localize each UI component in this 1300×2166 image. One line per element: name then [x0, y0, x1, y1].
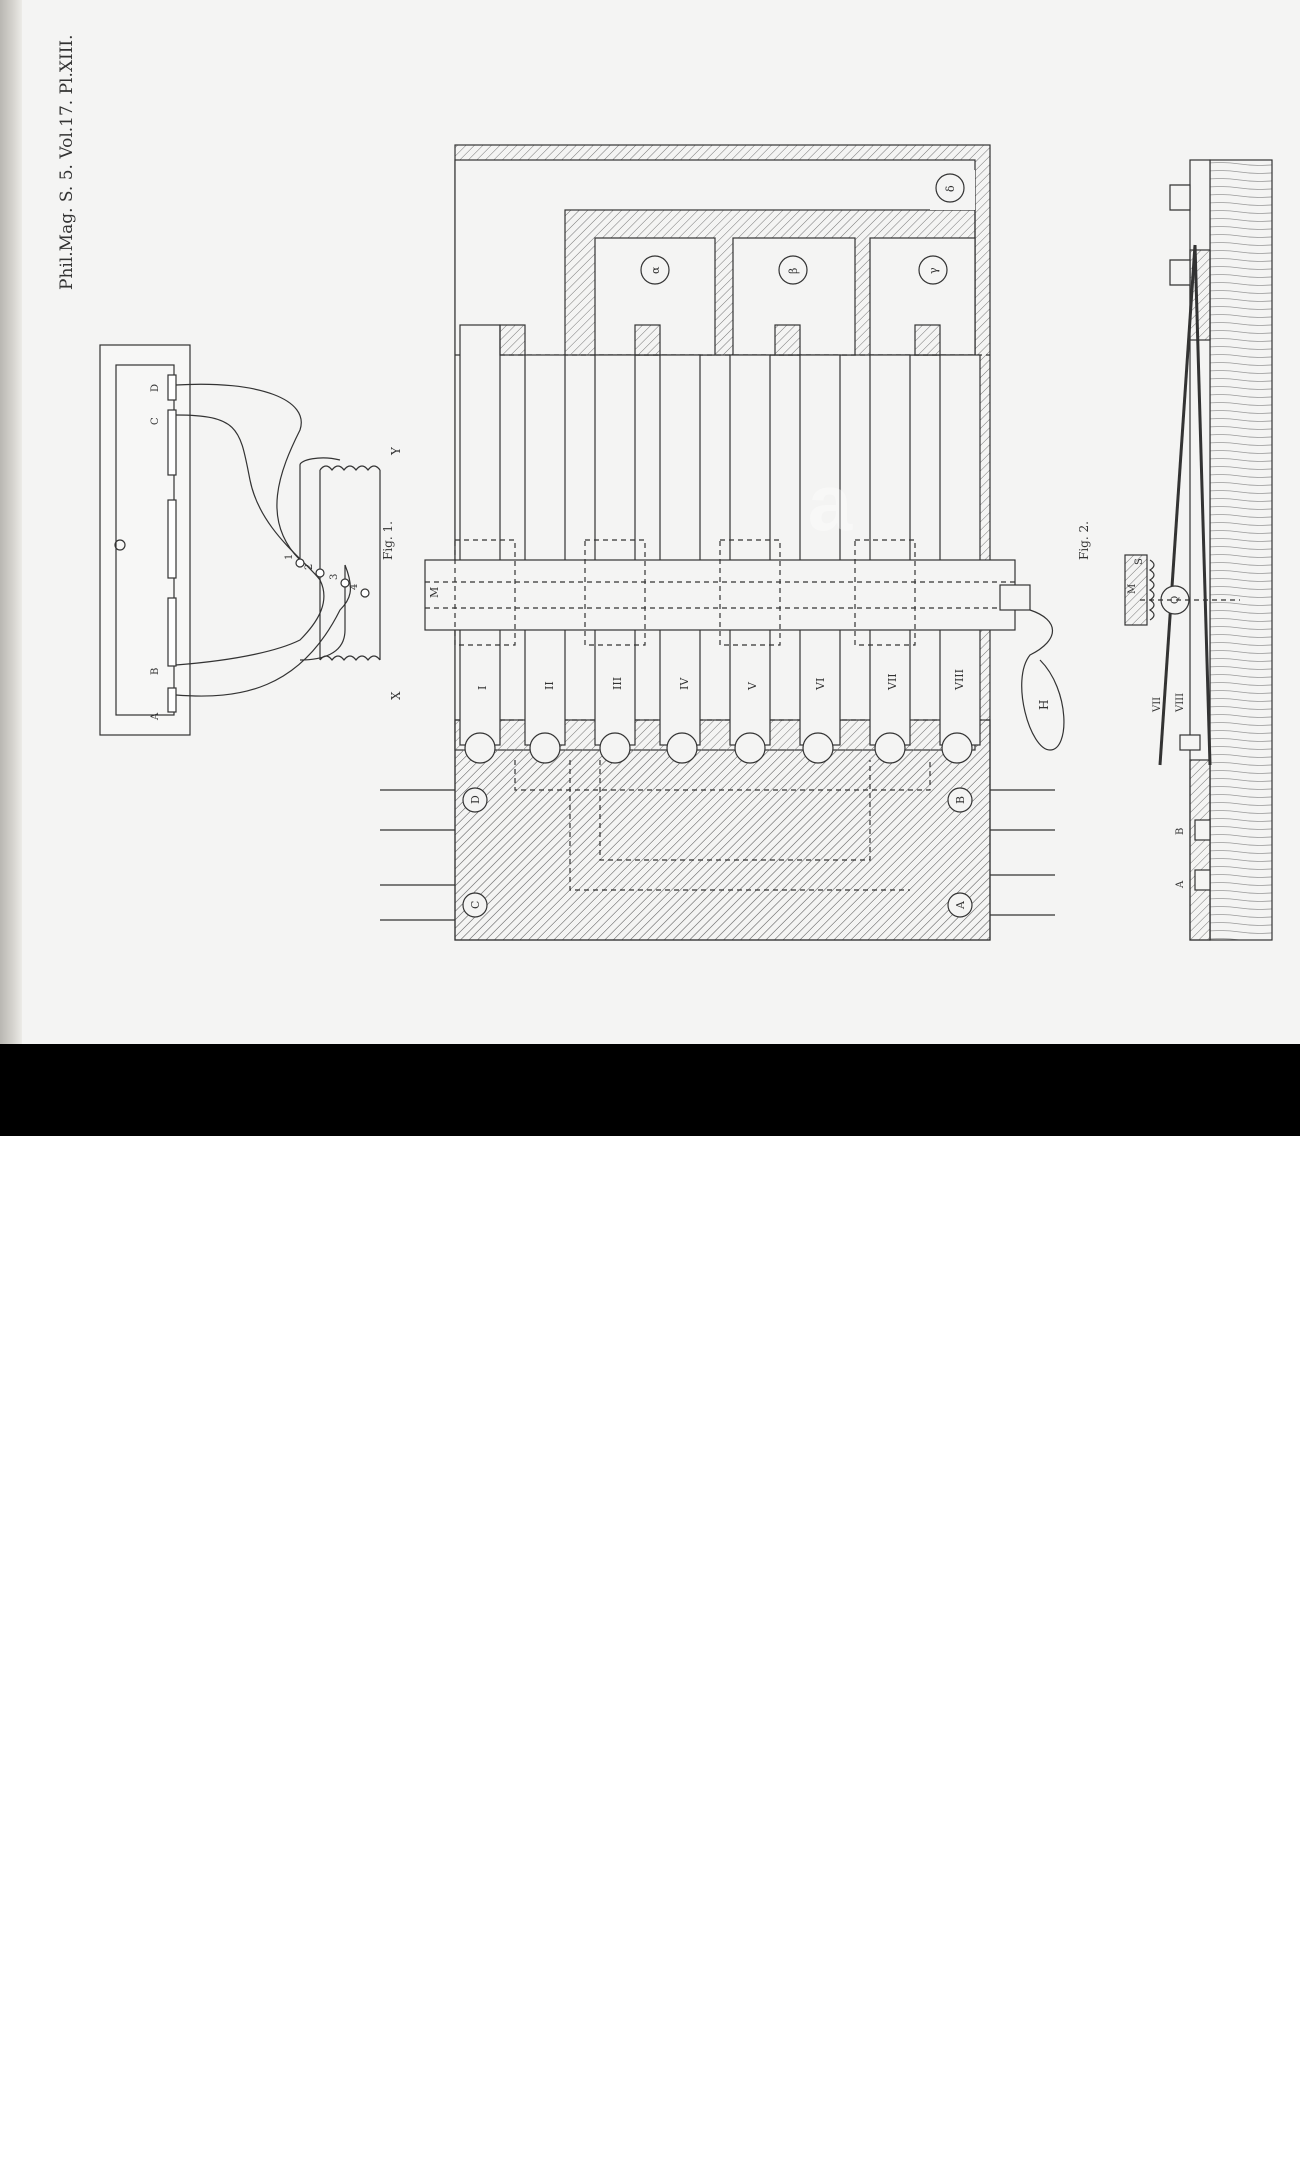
fig1-caption: Fig. 1.	[381, 521, 395, 560]
fig2-spring-label: S	[1134, 558, 1145, 565]
fig2-bar-label: M	[1127, 584, 1138, 594]
fig1-terminal-d: D	[469, 795, 482, 804]
brand-logo[interactable]: alamy	[22, 2107, 165, 2165]
lever-label: VIII	[953, 669, 966, 691]
terminal-c-label: C	[150, 417, 161, 425]
fig2-elevation	[1124, 159, 1273, 941]
contact-gamma-label: γ	[927, 267, 940, 274]
fig1-switch	[380, 144, 1065, 941]
post-3-label: 3	[329, 574, 340, 580]
lever-labels: I II III IV V VI VII VIII	[476, 669, 966, 691]
contact-delta-label: δ	[944, 185, 957, 192]
image-id-block: Image ID: 2CE13MC www.alamy.com	[1074, 2097, 1240, 2145]
post-4-label: 4	[349, 584, 360, 590]
handle-label: H	[1037, 700, 1051, 710]
terminal-a-label: A	[150, 712, 161, 721]
fig2-terminal-b: B	[1175, 828, 1186, 835]
post-2-label: 2	[304, 564, 315, 570]
wiring-diagram	[99, 344, 381, 736]
plate-page: Phil.Mag. S. 5. Vol.17. Pl.XIII.	[0, 0, 1300, 1044]
fig2-caption: Fig. 2.	[1077, 521, 1091, 560]
terminal-d-label: D	[150, 384, 161, 392]
lever-label: III	[611, 677, 624, 690]
lever-label: I	[476, 686, 489, 690]
contact-beta-label: β	[787, 268, 800, 274]
post-1-label: 1	[284, 554, 295, 560]
shaft-label: M	[428, 587, 441, 598]
image-id-text: Image ID: 2CE13MC	[1073, 2099, 1240, 2119]
lever-label: V	[746, 681, 759, 691]
terminal-b-label: B	[150, 668, 161, 675]
fig2-lever-vii: VII	[1152, 697, 1163, 713]
binding-edge	[0, 0, 22, 1044]
plate-header: Phil.Mag. S. 5. Vol.17. Pl.XIII.	[57, 34, 77, 290]
fig1-terminal-b: B	[954, 796, 967, 804]
fig2-lever-viii: VIII	[1175, 693, 1186, 713]
fig1-terminal-c: C	[469, 901, 482, 909]
coil-x-label: X	[389, 691, 403, 700]
fig2-terminal-a: A	[1175, 880, 1186, 889]
lever-label: VII	[886, 673, 899, 691]
lever-label: VI	[814, 678, 827, 691]
lever-label: II	[543, 681, 556, 690]
fig1-terminal-a: A	[954, 900, 967, 910]
stock-footer: alamy Image ID: 2CE13MC www.alamy.com	[0, 1044, 1300, 2165]
fig2-roller-label: Q	[1170, 596, 1181, 604]
plate-figures: Phil.Mag. S. 5. Vol.17. Pl.XIII.	[57, 34, 1273, 941]
site-link[interactable]: www.alamy.com	[1111, 2123, 1240, 2143]
lever-label: IV	[678, 677, 691, 690]
contact-alpha-label: α	[649, 266, 662, 274]
coil-y-label: Y	[389, 446, 403, 456]
